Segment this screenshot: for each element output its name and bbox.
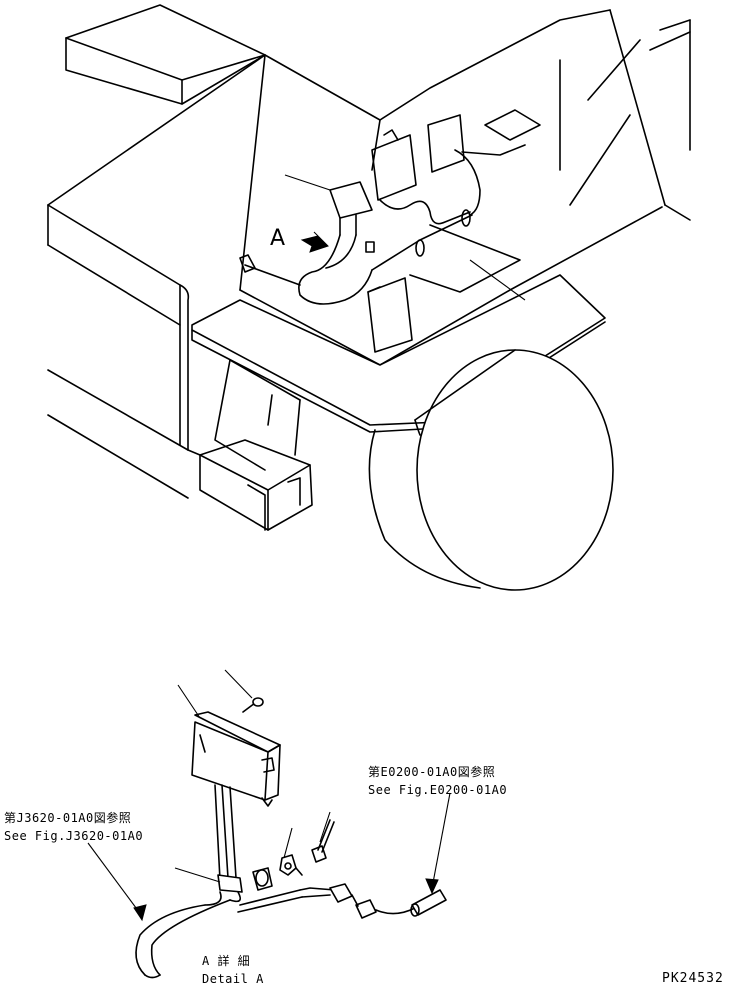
ref-right-jp: 第E0200-01A0図参照 — [368, 765, 496, 779]
ref-right-arrow-icon — [425, 878, 439, 895]
ref-right-en: See Fig.E0200-01A0 — [368, 783, 508, 797]
detail-label-en: Detail A — [202, 972, 264, 986]
view-letter-a: A — [270, 226, 286, 251]
figure-number: PK24532 — [662, 971, 724, 986]
view-arrow-icon — [300, 231, 329, 253]
detail-a-view — [87, 669, 451, 979]
detail-label-jp: A 詳 細 — [202, 954, 251, 968]
ref-left-arrow-icon — [133, 904, 147, 922]
machine-assembly-view — [47, 4, 691, 591]
ref-left-jp: 第J3620-01A0図参照 — [4, 811, 132, 825]
ref-left-en: See Fig.J3620-01A0 — [4, 829, 144, 843]
